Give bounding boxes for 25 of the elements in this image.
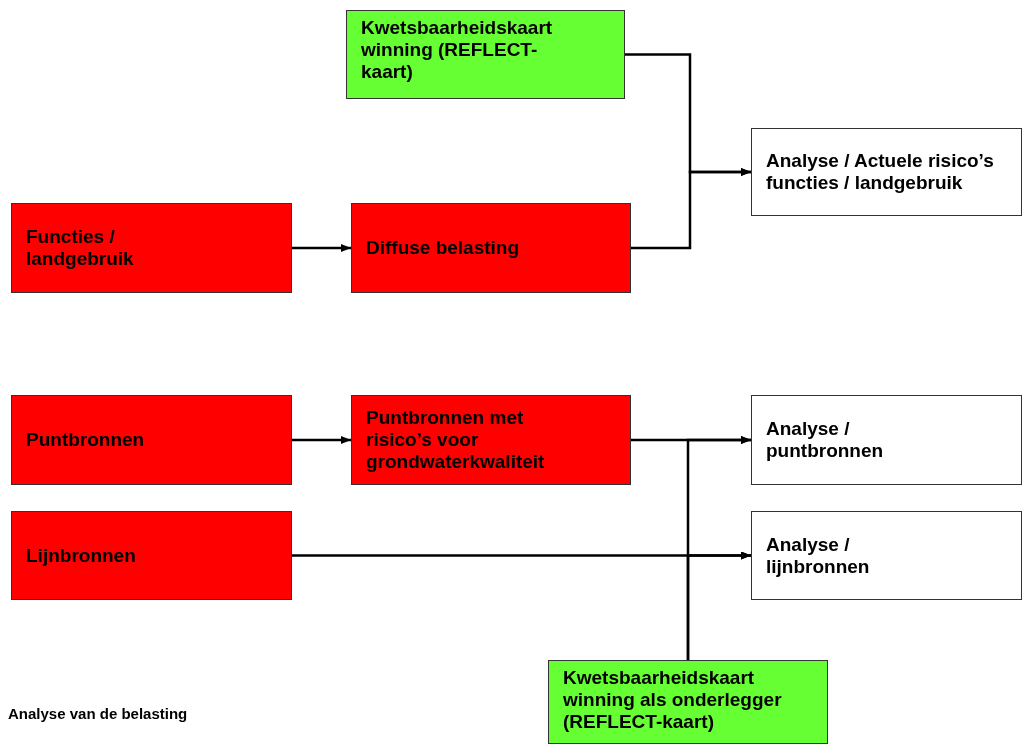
load-box	[11, 395, 292, 485]
node-text: Kwetsbaarheidskaart winning als onderlegger (REFLECT-kaart)	[563, 667, 783, 733]
caption-text: Analyse van de belasting	[8, 705, 188, 722]
node-text: Functies / landgebruik	[26, 226, 135, 270]
node-text: Kwetsbaarheidskaart winning (REFLECT-kaart)	[361, 17, 554, 83]
map-box	[548, 660, 828, 744]
analysis-box	[751, 395, 1022, 485]
analysis-box	[751, 128, 1022, 216]
arrow	[292, 244, 351, 252]
node-text: Diffuse belasting	[366, 237, 520, 259]
node-text: Puntbronnen	[26, 429, 145, 451]
load-box	[351, 395, 631, 485]
node-text: Puntbronnen met risico’s voor grondwaterkwaliteit	[366, 407, 546, 473]
map-box	[346, 10, 625, 99]
load-box	[11, 203, 292, 293]
node-text: Analyse / Actuele risico’s functies / landgebruik	[766, 150, 995, 194]
load-box	[11, 511, 292, 600]
arrow	[686, 551, 751, 660]
load-box	[351, 203, 631, 293]
arrow	[292, 436, 351, 444]
node-text: Lijnbronnen	[26, 544, 136, 567]
arrow	[631, 168, 751, 250]
node-text: Analyse / lijnbronnen	[766, 533, 871, 578]
node-text: Analyse / puntbronnen	[766, 418, 885, 462]
analysis-box	[751, 511, 1022, 600]
